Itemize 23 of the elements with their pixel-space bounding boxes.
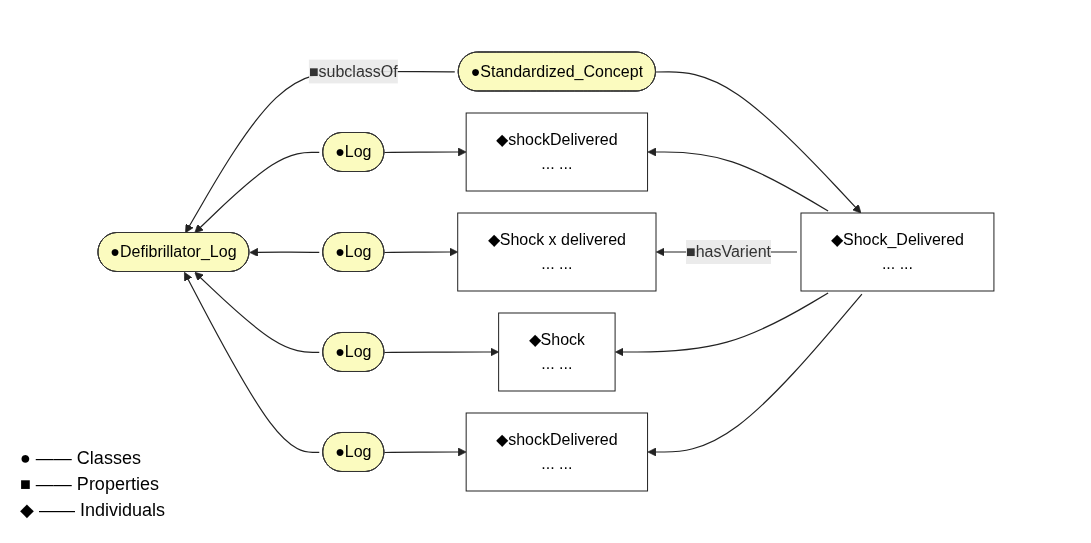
node-box: ◆shockDelivered ... ... — [465, 112, 648, 192]
arrow — [248, 247, 320, 257]
arrow — [647, 293, 863, 457]
arrow — [654, 71, 861, 214]
edge-label: ■subclassOf — [308, 62, 398, 80]
node-box: ◆Shock ... ... — [497, 312, 616, 392]
legend-entry: ■ —— Properties — [20, 473, 160, 496]
arrow — [383, 247, 458, 257]
edge-label: ■hasVarient — [685, 243, 771, 260]
arrow — [647, 147, 829, 212]
arrow — [383, 447, 467, 457]
arrow — [193, 151, 320, 234]
legend-entry: ◆ —— Individuals — [20, 499, 166, 522]
arrow — [183, 271, 320, 454]
node-box: ◆Shock_Delivered ... ... — [800, 212, 994, 292]
node-box: ◆Shock x delivered ... ... — [456, 212, 657, 292]
node-box: ◆shockDelivered ... ... — [465, 412, 648, 492]
arrow — [383, 347, 499, 357]
legend-entry: ● —— Classes — [20, 447, 142, 470]
arrow — [184, 70, 455, 234]
arrow — [193, 271, 320, 354]
arrow — [614, 292, 829, 357]
arrow — [383, 147, 467, 157]
